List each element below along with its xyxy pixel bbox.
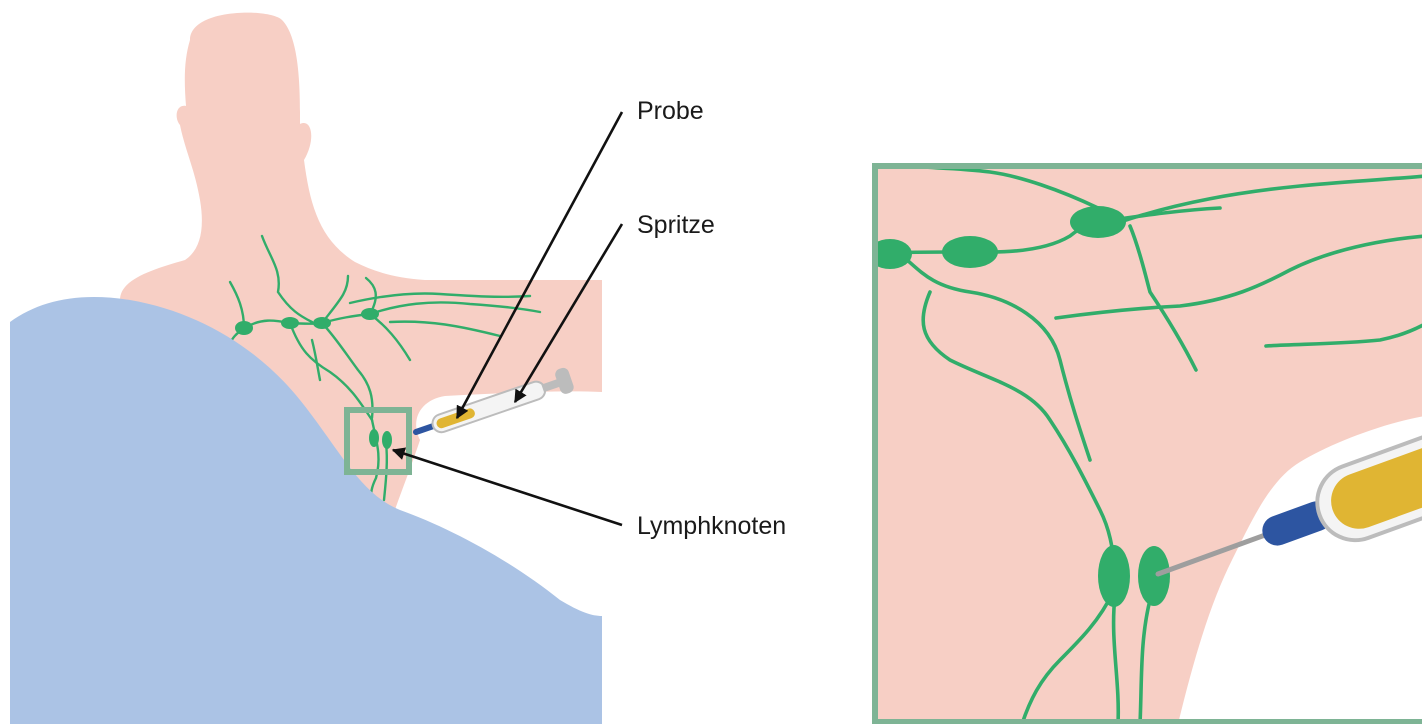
lymph-node-icon: [361, 308, 379, 320]
lymph-node-icon: [1138, 546, 1170, 606]
lymph-node-icon: [369, 429, 379, 447]
syringe-label: Spritze: [637, 211, 715, 239]
lymph-node-icon: [382, 431, 392, 449]
lymph-node-icon: [1098, 545, 1130, 607]
lymph-node-icon: [1070, 206, 1126, 238]
lymph-node-icon: [942, 236, 998, 268]
overview-illustration: Probe Spritze Lymphknoten: [10, 13, 786, 724]
lymph-node-icon: [313, 317, 331, 329]
lymph-node-icon: [281, 317, 299, 329]
lymph-node-icon: [235, 321, 253, 335]
lymph-node-pointer-arrow: [393, 450, 622, 525]
probe-label: Probe: [637, 97, 704, 125]
lymph-node-label: Lymphknoten: [637, 512, 786, 540]
zoomed-detail-panel: [868, 164, 1422, 724]
